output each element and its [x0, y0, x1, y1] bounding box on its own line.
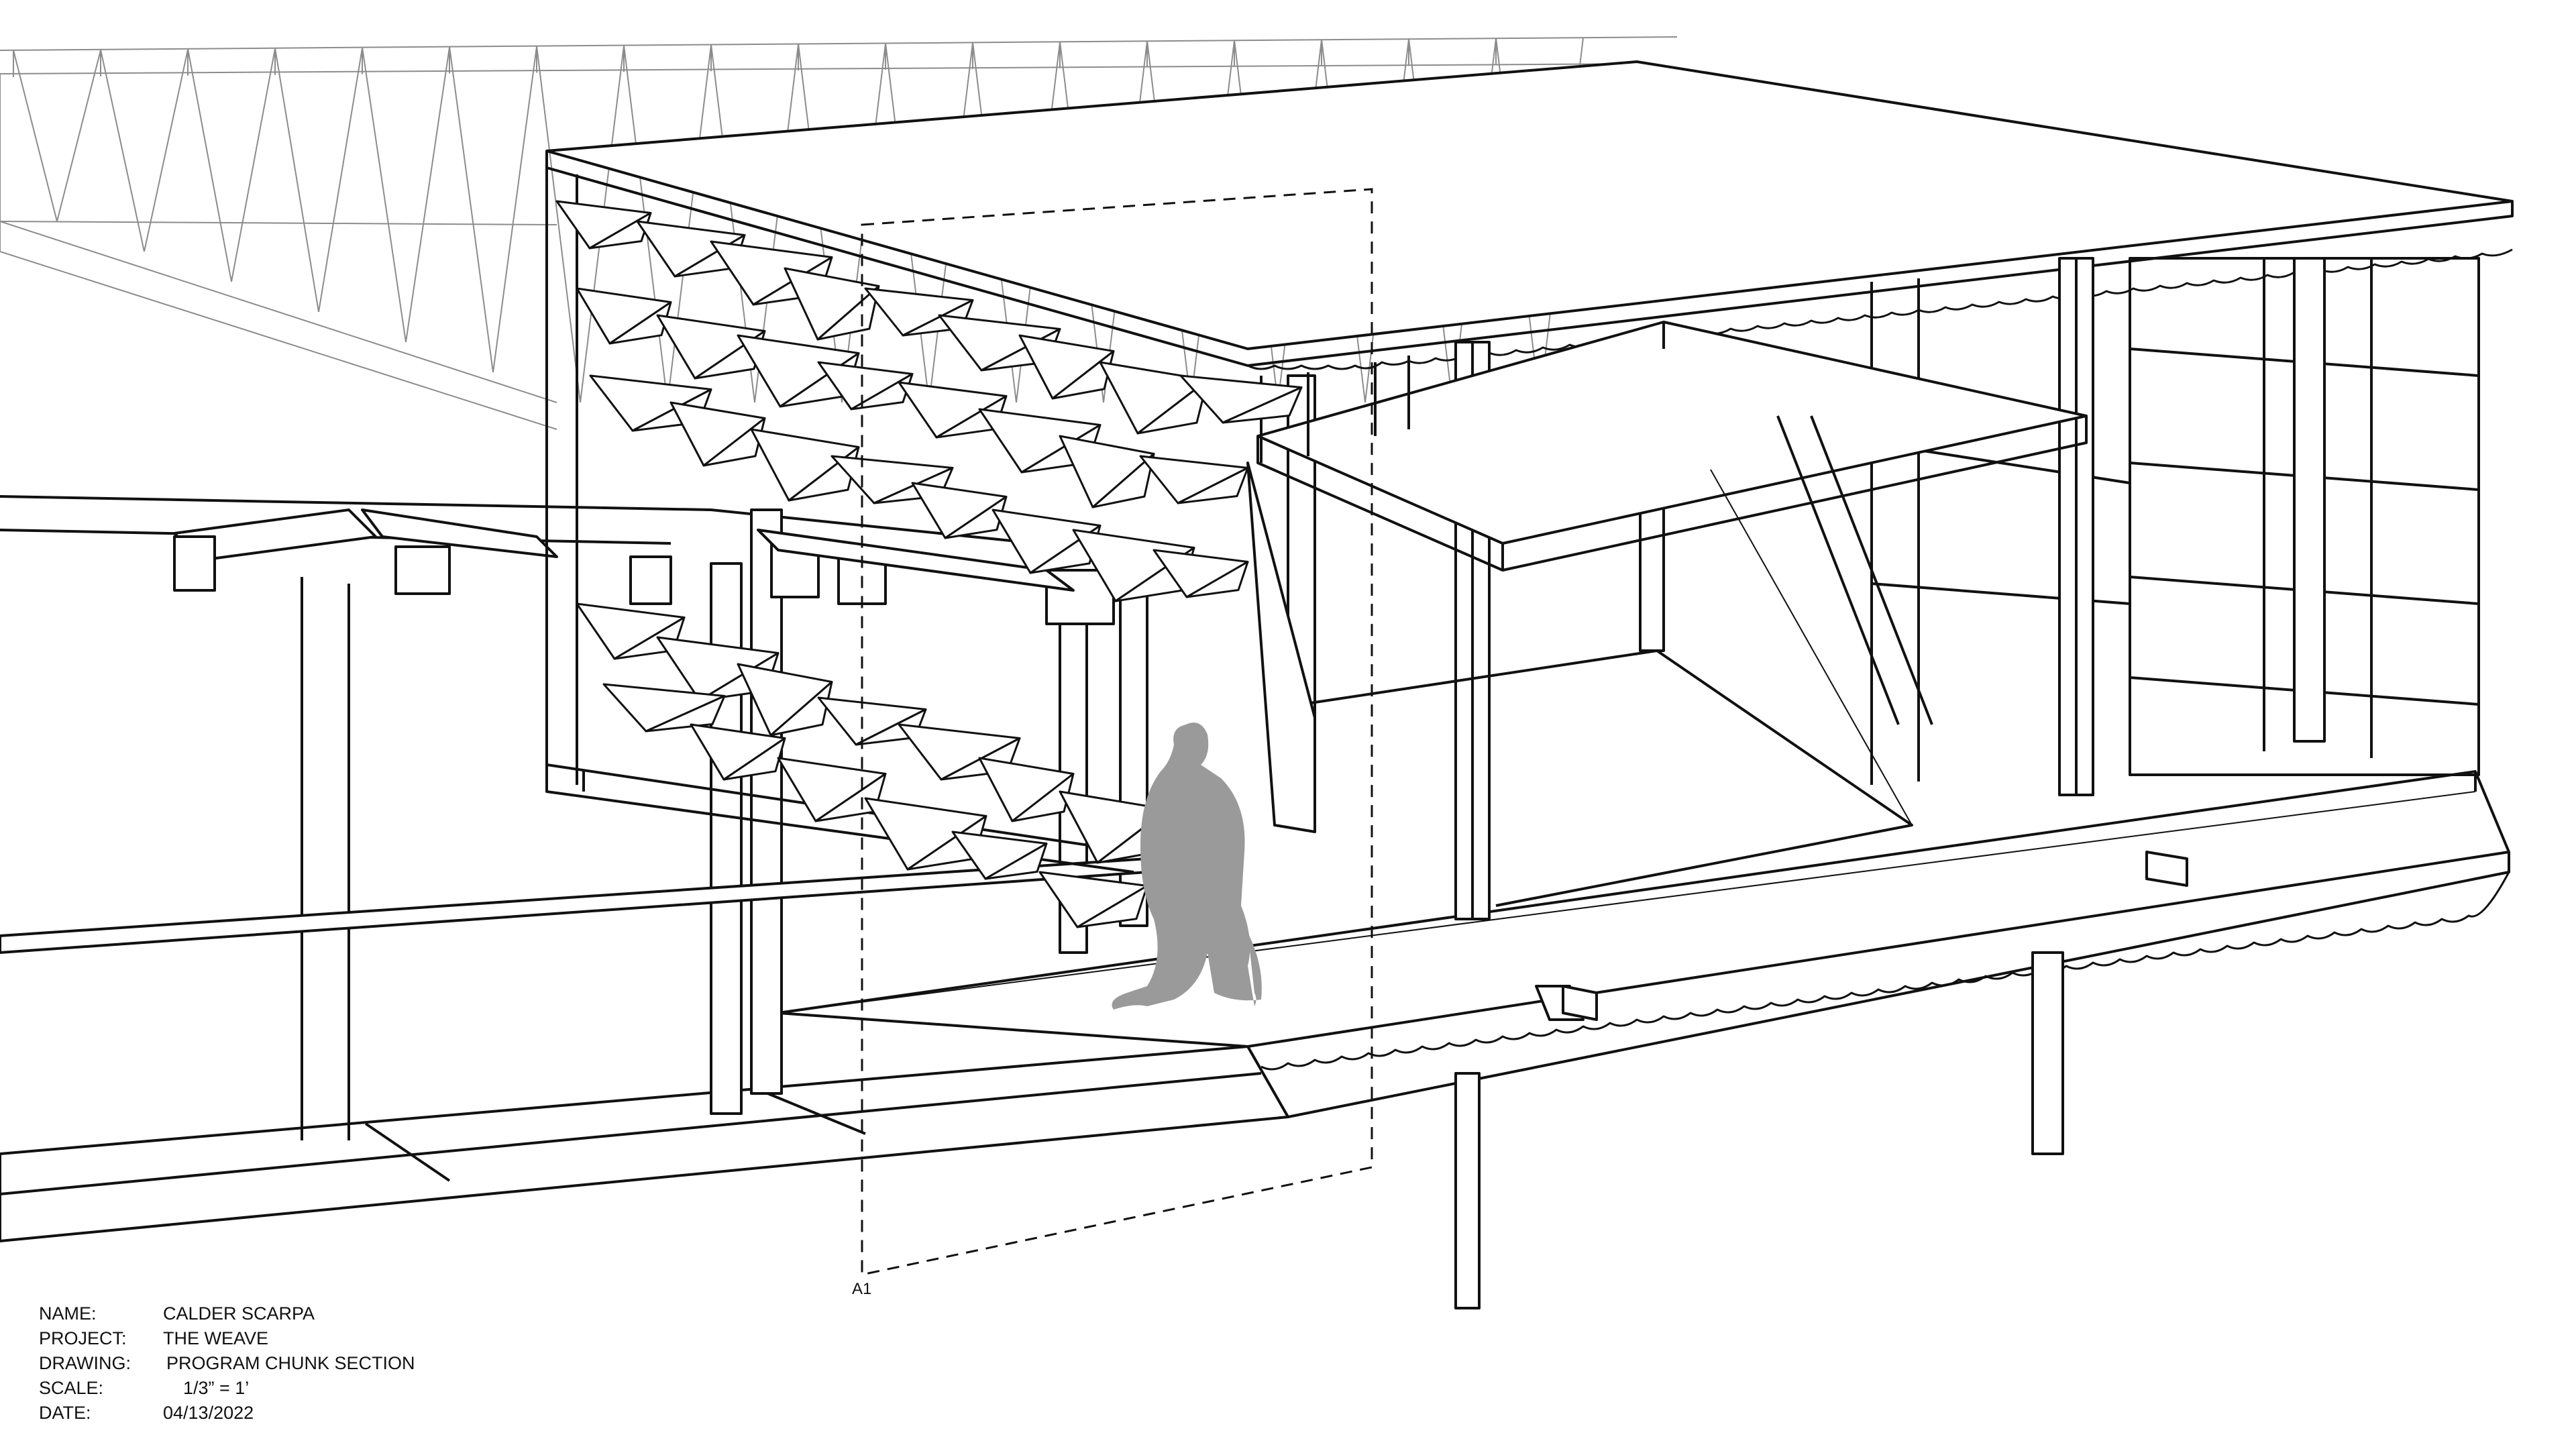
truss-member [536, 46, 581, 403]
floor-corrugated-deck [1260, 871, 2510, 1071]
folded-panel [1076, 885, 1148, 928]
project-label: PROJECT: [39, 1328, 127, 1348]
folded-panel [816, 285, 880, 341]
floor-beam [2031, 951, 2064, 1155]
walkway-deck [0, 1045, 1289, 1242]
folded-facade-panels [555, 200, 1303, 928]
title-block: NAME: CALDER SCARPA PROJECT: THE WEAVE D… [39, 1301, 508, 1426]
column [2293, 257, 2326, 743]
folded-panel [645, 695, 726, 733]
truss-member [100, 49, 145, 252]
folded-panel [1222, 386, 1303, 424]
name-label: NAME: [39, 1303, 97, 1324]
building-volume [0, 60, 2514, 1309]
truss-member [144, 49, 189, 252]
drawing-value: PROGRAM CHUNK SECTION [166, 1353, 415, 1373]
steel-bracket-cluster [173, 508, 1115, 625]
truss-member [492, 46, 537, 373]
section-cut-outline [861, 188, 1373, 1276]
folded-panel [1136, 379, 1209, 435]
truss-member [56, 50, 101, 222]
folded-panel [722, 737, 786, 781]
title-block-row-drawing: DRAWING: PROGRAM CHUNK SECTION [39, 1351, 508, 1376]
truss-member [449, 46, 494, 373]
truss-member [405, 47, 450, 343]
date-label: DATE: [39, 1403, 91, 1423]
human-scale-figure [1112, 722, 1262, 1010]
scale-label: SCALE: [39, 1378, 104, 1398]
floor-beam [1454, 1072, 1481, 1309]
truss-member [13, 50, 58, 222]
title-block-row-scale: SCALE: 1/3” = 1’ [39, 1376, 508, 1401]
section-marker-label: A1 [852, 1280, 872, 1298]
project-value: THE WEAVE [163, 1328, 269, 1348]
date-value: 04/13/2022 [163, 1403, 254, 1423]
truss-member [231, 48, 276, 282]
title-block-row-project: PROJECT: THE WEAVE [39, 1326, 508, 1351]
scale-value: 1/3” = 1’ [183, 1378, 250, 1398]
folded-panel [984, 843, 1048, 880]
truss-member [318, 48, 363, 313]
folded-panel [1185, 561, 1249, 598]
folded-panel [1091, 453, 1155, 508]
column [750, 508, 783, 1095]
truss-member [274, 48, 319, 313]
truss-member [362, 47, 407, 343]
title-block-row-name: NAME: CALDER SCARPA [39, 1301, 508, 1326]
folded-panel [814, 773, 887, 822]
folded-panel [1177, 467, 1249, 504]
truss-member [187, 48, 232, 282]
title-block-row-date: DATE: 04/13/2022 [39, 1401, 508, 1426]
name-value: CALDER SCARPA [163, 1303, 315, 1324]
drawing-label: DRAWING: [39, 1353, 131, 1373]
